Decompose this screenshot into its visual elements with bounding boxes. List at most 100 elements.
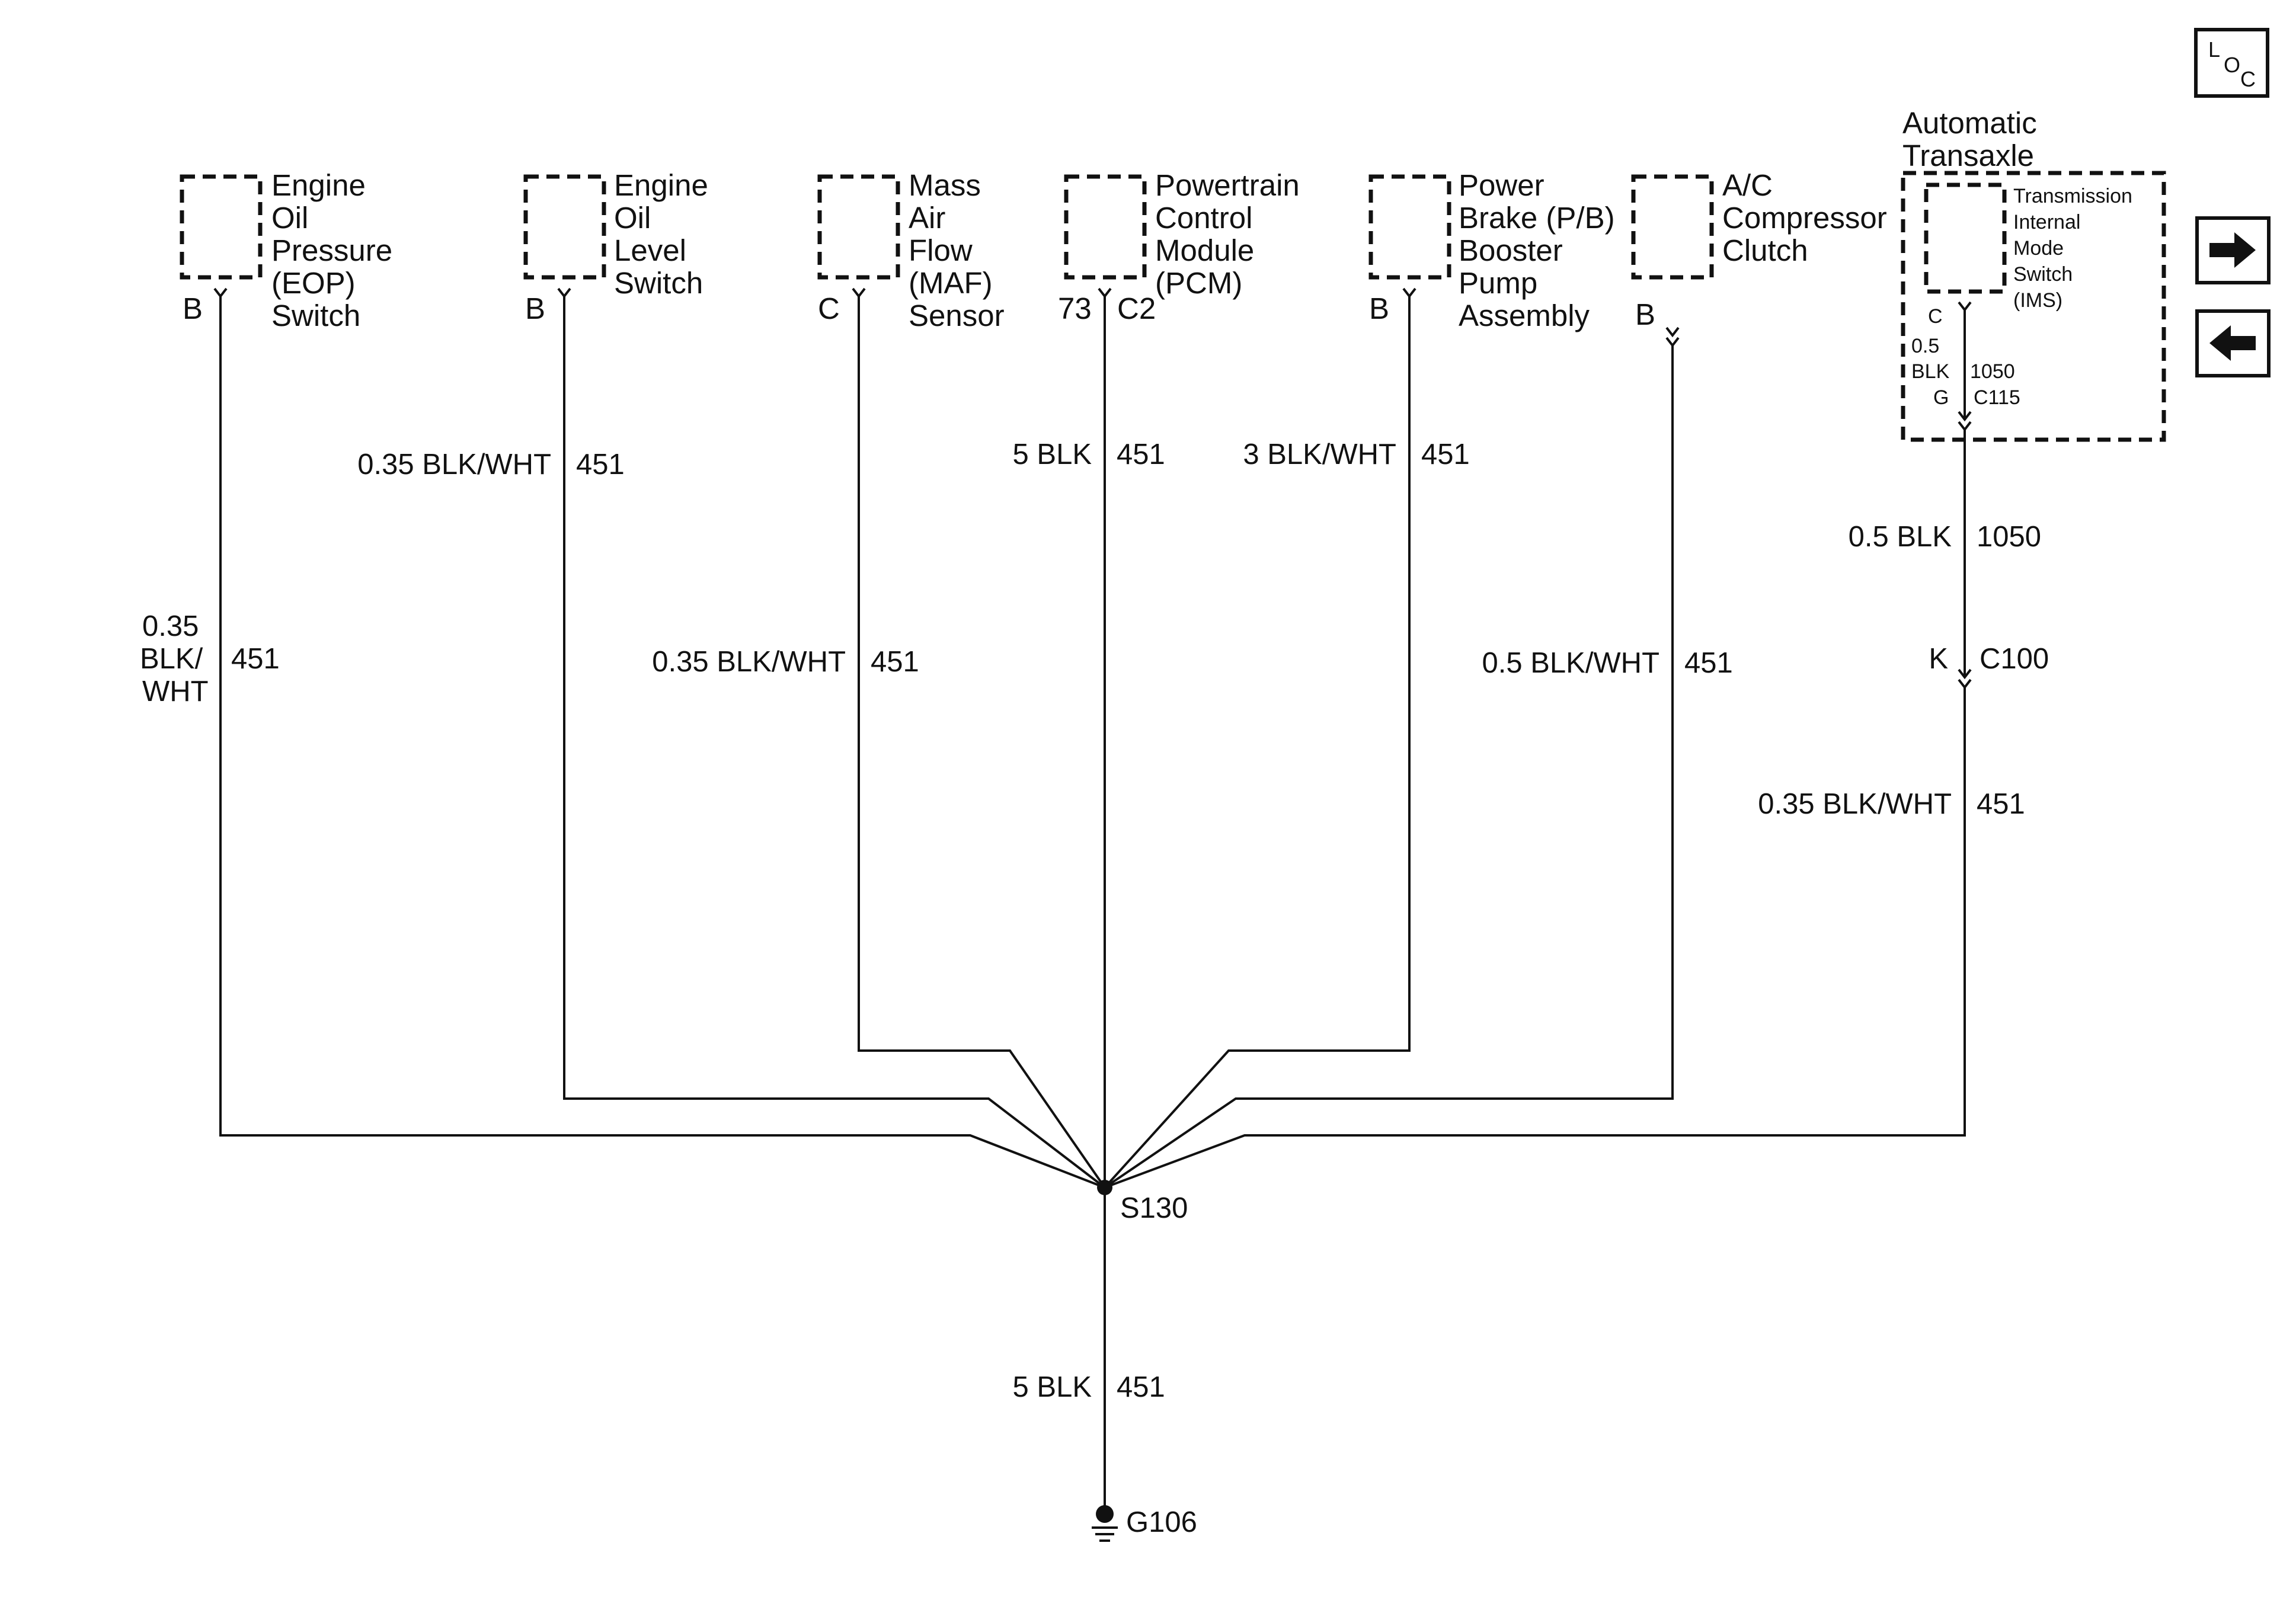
svg-text:(PCM): (PCM) xyxy=(1155,266,1242,300)
splice-dot xyxy=(1097,1180,1112,1195)
eop-switch-label: Engine Oil Pressure (EOP) Switch xyxy=(271,168,392,332)
svg-text:Pressure: Pressure xyxy=(271,233,392,267)
pcm-terminal xyxy=(1098,287,1112,299)
svg-text:Transmission: Transmission xyxy=(2013,185,2132,207)
svg-text:Flow: Flow xyxy=(909,233,973,267)
svg-text:Control: Control xyxy=(1155,201,1252,235)
eop-wire-circuit: 451 xyxy=(231,643,280,675)
svg-text:Air: Air xyxy=(909,201,945,235)
arrow-left-icon xyxy=(2209,325,2256,361)
pb-pump-label: Power Brake (P/B) Booster Pump Assembly xyxy=(1459,168,1615,332)
ac-clutch-wire xyxy=(1104,345,1674,1189)
maf-sensor-label: Mass Air Flow (MAF) Sensor xyxy=(909,168,1005,332)
pcm-wire-spec: 5 BLK xyxy=(1013,438,1092,470)
forward-button[interactable] xyxy=(2195,216,2271,284)
ground-wire-spec: 5 BLK xyxy=(1013,1371,1092,1403)
eop-wire-color-2: WHT xyxy=(142,676,209,708)
ac-clutch-terminal xyxy=(1665,327,1680,348)
transaxle-title: Automatic Transaxle xyxy=(1902,106,2037,172)
svg-text:(EOP): (EOP) xyxy=(271,266,356,300)
svg-text:Engine: Engine xyxy=(271,168,366,202)
oil-level-switch-box xyxy=(523,174,606,280)
ims-pin-label: C xyxy=(1928,305,1943,328)
svg-text:Powertrain: Powertrain xyxy=(1155,168,1300,202)
oil-level-wire-spec: 0.35 BLK/WHT xyxy=(357,449,551,481)
pb-pump-wire-spec: 3 BLK/WHT xyxy=(1243,438,1396,470)
ac-clutch-wire-circuit: 451 xyxy=(1684,647,1733,679)
oil-level-pin-label: B xyxy=(525,292,545,325)
pcm-box xyxy=(1064,174,1147,280)
ims-wire-color: BLK xyxy=(1911,360,1950,383)
ac-clutch-wire-spec: 0.5 BLK/WHT xyxy=(1482,647,1659,679)
ground-wire-circuit: 451 xyxy=(1117,1371,1165,1403)
back-button[interactable] xyxy=(2195,309,2271,377)
loc-letter-o: O xyxy=(2224,53,2240,77)
eop-wire-color-1: BLK/ xyxy=(140,643,203,675)
svg-text:Module: Module xyxy=(1155,233,1254,267)
arrow-right-icon xyxy=(2209,232,2256,268)
ims-wire-circuit: 1050 xyxy=(1970,360,2015,383)
transaxle-upper-wire-circuit: 1050 xyxy=(1977,521,2041,553)
pcm-pin-label: 73 xyxy=(1058,292,1092,325)
ac-clutch-pin-label: B xyxy=(1635,297,1655,331)
pb-pump-pin-label: B xyxy=(1369,292,1389,325)
transaxle-lower-wire xyxy=(1104,687,1966,1189)
eop-pin-label: B xyxy=(183,292,203,325)
svg-text:A/C: A/C xyxy=(1722,168,1773,202)
svg-text:Level: Level xyxy=(614,233,686,267)
svg-text:Mode: Mode xyxy=(2013,237,2064,260)
svg-text:Automatic: Automatic xyxy=(1902,106,2037,140)
svg-text:Power: Power xyxy=(1459,168,1544,202)
ims-box xyxy=(1924,183,2007,294)
eop-wire xyxy=(219,296,1105,1189)
ims-terminal xyxy=(1958,301,1972,312)
svg-text:Oil: Oil xyxy=(271,201,308,235)
eop-wire-size: 0.35 xyxy=(142,610,199,642)
maf-terminal xyxy=(852,287,866,299)
svg-text:Pump: Pump xyxy=(1459,266,1537,300)
svg-text:(IMS): (IMS) xyxy=(2013,289,2062,312)
ims-label: Transmission Internal Mode Switch (IMS) xyxy=(2013,185,2132,312)
loc-letter-l: L xyxy=(2208,37,2220,62)
splice-label: S130 xyxy=(1120,1192,1188,1224)
svg-text:Compressor: Compressor xyxy=(1722,201,1887,235)
ims-wire-size: 0.5 xyxy=(1911,335,1939,357)
c100-label: C100 xyxy=(1980,643,2049,675)
pcm-wire-circuit: 451 xyxy=(1117,438,1165,470)
transaxle-lower-wire-circuit: 451 xyxy=(1977,788,2025,820)
svg-text:(MAF): (MAF) xyxy=(909,266,993,300)
svg-text:Oil: Oil xyxy=(614,201,651,235)
svg-text:Assembly: Assembly xyxy=(1459,299,1590,332)
svg-text:Clutch: Clutch xyxy=(1722,233,1808,267)
c115-pin-label: G xyxy=(1933,386,1949,409)
eop-switch-box xyxy=(180,174,263,280)
c115-label: C115 xyxy=(1974,386,2020,409)
maf-pin-label: C xyxy=(818,292,840,325)
loc-letter-c: C xyxy=(2240,67,2256,91)
svg-text:Brake (P/B): Brake (P/B) xyxy=(1459,201,1615,235)
pb-pump-box xyxy=(1368,174,1451,280)
ground-icon xyxy=(1092,1505,1118,1542)
svg-text:Internal: Internal xyxy=(2013,211,2080,233)
oil-level-switch-label: Engine Oil Level Switch xyxy=(614,168,708,300)
svg-text:Switch: Switch xyxy=(2013,263,2073,286)
pcm-connector-label: C2 xyxy=(1117,292,1156,325)
oil-level-terminal xyxy=(557,287,571,299)
ac-clutch-box xyxy=(1631,174,1714,280)
c100-pin-label: K xyxy=(1929,643,1948,675)
maf-sensor-box xyxy=(817,174,900,280)
svg-text:Booster: Booster xyxy=(1459,233,1563,267)
pb-pump-wire xyxy=(1104,296,1411,1189)
eop-terminal xyxy=(213,287,228,299)
ac-clutch-label: A/C Compressor Clutch xyxy=(1722,168,1887,267)
svg-text:Engine: Engine xyxy=(614,168,708,202)
oil-level-wire xyxy=(563,296,1106,1189)
transaxle-box xyxy=(1901,171,2166,442)
pb-pump-wire-circuit: 451 xyxy=(1421,438,1470,470)
svg-text:Switch: Switch xyxy=(614,266,703,300)
pb-pump-terminal xyxy=(1402,287,1416,299)
maf-wire xyxy=(858,296,1106,1189)
loc-button[interactable]: L O C xyxy=(2194,28,2269,98)
svg-text:Switch: Switch xyxy=(271,299,360,332)
transaxle-lower-wire-spec: 0.35 BLK/WHT xyxy=(1758,788,1952,820)
